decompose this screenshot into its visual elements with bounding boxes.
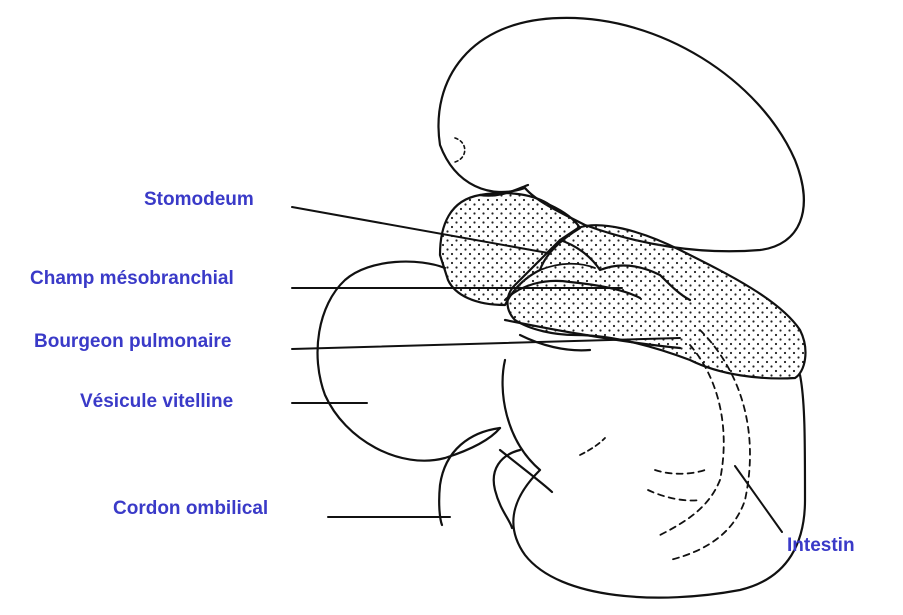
rathke-line bbox=[478, 183, 530, 197]
label-intestin: Intestin bbox=[787, 535, 855, 556]
leader-intestin bbox=[734, 465, 783, 533]
arch-contour-2 bbox=[503, 318, 682, 350]
lower-body-outline bbox=[501, 358, 807, 599]
intestine-dashed-3 bbox=[654, 469, 706, 475]
label-cordon-ombilical: Cordon ombilical bbox=[113, 498, 269, 519]
body-inner-fold bbox=[498, 448, 554, 494]
label-vesicule-vitelline: Vésicule vitelline bbox=[80, 391, 234, 412]
label-bourgeon-pulmonaire: Bourgeon pulmonaire bbox=[34, 331, 232, 352]
intestine-dashed-4 bbox=[647, 489, 701, 502]
mesobranchial-region bbox=[506, 224, 807, 380]
head-lobe-outline bbox=[437, 16, 805, 253]
yolk-sac-outline bbox=[316, 260, 502, 462]
leader-stomodeum bbox=[291, 206, 549, 254]
label-stomodeum: Stomodeum bbox=[144, 189, 254, 210]
label-champ-mesobranchial: Champ mésobranchial bbox=[30, 268, 234, 289]
arch-ridge bbox=[539, 262, 596, 271]
arch-contour-3 bbox=[518, 333, 592, 352]
head-small-dashed-arc bbox=[454, 137, 466, 163]
umbilical-cord-inner bbox=[492, 448, 522, 530]
mouth-opening bbox=[558, 238, 692, 302]
intestine-dashed-1 bbox=[669, 329, 751, 561]
leader-bourgeon-pulmonaire bbox=[291, 337, 681, 350]
gut-dashed-short bbox=[579, 437, 606, 456]
intestine-dashed-2 bbox=[659, 344, 725, 536]
